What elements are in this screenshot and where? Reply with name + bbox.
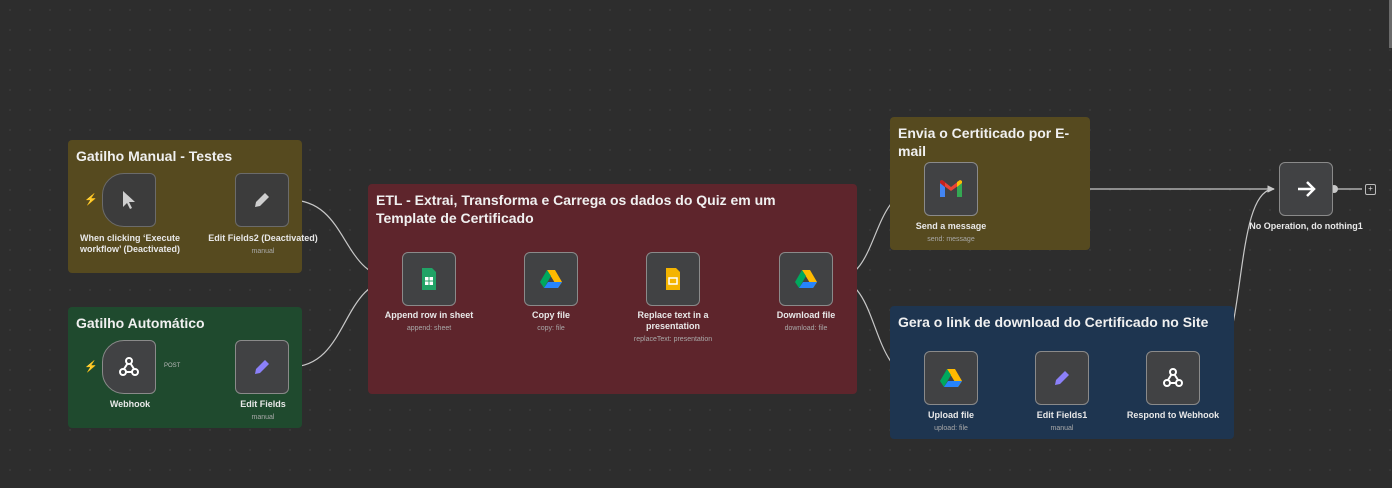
http-method-label: POST <box>164 363 181 369</box>
respond-webhook-node[interactable] <box>1146 351 1200 405</box>
edit-fields2-node[interactable] <box>235 173 289 227</box>
send-message-node[interactable] <box>924 162 978 216</box>
upload-file-node[interactable] <box>924 351 978 405</box>
group-title: Envia o Certiticado por E-mail <box>898 125 1070 159</box>
arrow-right-icon <box>1298 181 1316 197</box>
node-label: Append row in sheet append: sheet <box>384 310 474 332</box>
node-label: When clicking ‘Execute workflow’ (Deacti… <box>79 233 181 254</box>
google-drive-icon <box>940 369 962 387</box>
gmail-icon <box>940 180 962 197</box>
google-slides-icon <box>666 268 680 290</box>
group-title: Gatilho Automático <box>76 315 205 331</box>
pencil-icon <box>255 360 269 374</box>
edit-fields1-node[interactable] <box>1035 351 1089 405</box>
node-label: Replace text in a presentation replaceTe… <box>633 310 713 343</box>
webhook-node[interactable] <box>102 340 156 394</box>
node-label: Download file download: file <box>776 310 836 332</box>
no-operation-node[interactable] <box>1279 162 1333 216</box>
group-email[interactable]: Envia o Certiticado por E-mail <box>890 117 1090 250</box>
add-node-button[interactable]: + <box>1365 184 1376 195</box>
edit-fields-node[interactable] <box>235 340 289 394</box>
node-label: Webhook <box>109 399 151 409</box>
node-label: Edit Fields2 (Deactivated) manual <box>208 233 318 255</box>
cursor-icon <box>123 191 135 209</box>
append-row-node[interactable] <box>402 252 456 306</box>
group-title: ETL - Extrai, Transforma e Carrega os da… <box>376 192 776 226</box>
trigger-bolt-icon: ⚡ <box>84 361 98 373</box>
node-label: Edit Fields manual <box>240 399 286 421</box>
pencil-icon <box>255 193 269 207</box>
google-drive-icon <box>540 270 562 288</box>
trigger-bolt-icon: ⚡ <box>84 194 98 206</box>
manual-trigger-node[interactable] <box>102 173 156 227</box>
node-label: Edit Fields1 manual <box>1036 410 1088 432</box>
node-label: Copy file copy: file <box>531 310 570 332</box>
webhook-icon <box>1163 368 1183 387</box>
node-label: Upload file upload: file <box>927 410 974 432</box>
google-sheets-icon <box>422 268 436 290</box>
pencil-icon <box>1055 371 1069 385</box>
webhook-icon <box>119 357 139 376</box>
node-label: No Operation, do nothing1 <box>1249 221 1363 231</box>
download-file-node[interactable] <box>779 252 833 306</box>
replace-text-node[interactable] <box>646 252 700 306</box>
group-title: Gatilho Manual - Testes <box>76 148 233 164</box>
copy-file-node[interactable] <box>524 252 578 306</box>
google-drive-icon <box>795 270 817 288</box>
scrollbar[interactable] <box>1389 0 1392 48</box>
node-label: Respond to Webhook <box>1126 410 1220 420</box>
node-label: Send a message send: message <box>915 221 987 243</box>
group-title: Gera o link de download do Certificado n… <box>898 314 1209 330</box>
